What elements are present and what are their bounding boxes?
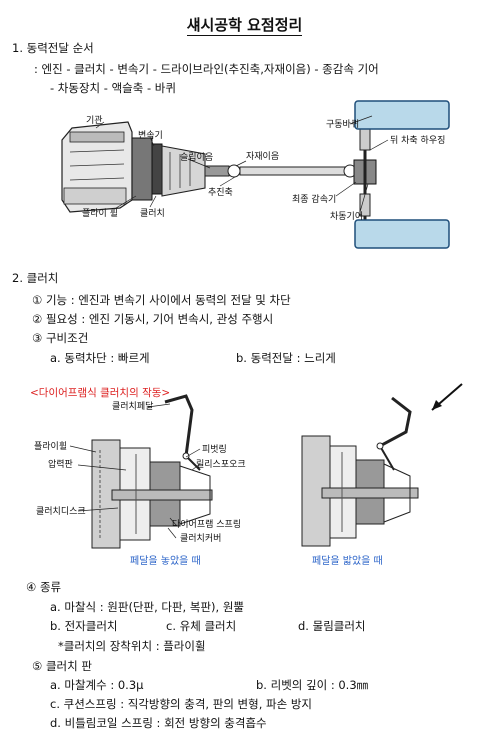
propeller-shaft-drawing <box>204 164 357 178</box>
clutch-leader-lines <box>69 403 201 539</box>
label-engine: 기관 <box>86 116 103 126</box>
clutch-figure-caption: <다이어프램식 클러치의 작동> <box>30 387 171 399</box>
lower-wheel-drawing <box>354 219 450 249</box>
power-train-order-line2: - 차동장치 - 액슬축 - 바퀴 <box>50 81 176 95</box>
label-clutch-pedal: 클러치페달 <box>112 402 154 412</box>
rear-axle-drawing <box>353 127 377 230</box>
label-flywheel-2: 플라이휠 <box>34 442 68 452</box>
label-diaphragm-spring: 다이어프램 스프링 <box>172 520 242 530</box>
label-differential: 차동기어 <box>330 212 364 222</box>
label-rear-axle-housing: 뒤 차축 하우징 <box>390 136 446 146</box>
clutch-housing-drawing <box>131 137 163 201</box>
label-universal-joint: 자재이음 <box>246 152 280 162</box>
requirement-a: a. 동력차단 : 빠르게 <box>50 351 150 365</box>
label-flywheel: 플라이 휠 <box>82 209 118 219</box>
power-train-order-line1: : 엔진 - 클러치 - 변속기 - 드라이브라인(추진축,자재이음) - 종감… <box>34 62 379 76</box>
label-pivot-ring: 피벗링 <box>202 445 227 455</box>
plate-c: c. 쿠션스프링 : 직각방향의 충격, 판의 변형, 파손 방지 <box>50 697 313 711</box>
plate-d: d. 비틀림코일 스프링 : 회전 방향의 충격흡수 <box>50 716 267 730</box>
label-drive-wheel: 구동바퀴 <box>326 120 360 130</box>
transmission-drawing <box>161 145 206 197</box>
label-pressure-plate: 압력판 <box>48 460 73 470</box>
plate-b: b. 리벳의 깊이 : 0.3㎜ <box>256 678 369 692</box>
requirement-b: b. 동력전달 : 느리게 <box>236 351 336 365</box>
pressed-clutch-drawing <box>301 383 463 547</box>
clutch-requirements: ③ 구비조건 <box>32 331 89 345</box>
label-final-reduction: 최종 감속기 <box>292 195 337 205</box>
plate-a: a. 마찰계수 : 0.3μ <box>50 678 144 692</box>
label-slip-joint: 슬립이음 <box>180 153 214 163</box>
label-clutch-disc: 클러치디스크 <box>36 507 86 517</box>
label-propeller-shaft: 추진축 <box>208 188 233 198</box>
clutch-necessity: ② 필요성 : 엔진 기동시, 기어 변속시, 관성 주행시 <box>32 312 274 326</box>
page-title: 섀시공학 요점정리 <box>186 16 303 36</box>
label-clutch-cover: 클러치커버 <box>180 534 222 544</box>
upper-wheel-drawing <box>354 100 450 130</box>
caption-pedal-pressed: 페달을 밟았을 때 <box>312 556 383 567</box>
drivetrain-leader-lines <box>95 115 389 213</box>
clutch-function: ① 기능 : 엔진과 변속기 사이에서 동력의 전달 및 차단 <box>32 293 291 307</box>
type-c: c. 유체 클러치 <box>166 619 237 633</box>
caption-pedal-released: 페달을 놓았을 때 <box>130 556 201 567</box>
section2-heading: 2. 클러치 <box>12 271 59 285</box>
engine-block-drawing <box>61 121 133 213</box>
type-a: a. 마찰식 : 원판(단판, 다판, 복판), 원뿔 <box>50 600 244 614</box>
section1-heading: 1. 동력전달 순서 <box>12 41 94 55</box>
type-d: d. 물림클러치 <box>298 619 366 633</box>
mount-note: *클러치의 장착위치 : 플라이휠 <box>58 639 206 653</box>
type-b: b. 전자클러치 <box>50 619 118 633</box>
label-release-fork: 릴리스포오크 <box>196 460 246 470</box>
plate-heading: ⑤ 클러치 판 <box>32 659 92 673</box>
label-clutch: 클러치 <box>140 209 165 219</box>
types-heading: ④ 종류 <box>26 580 62 594</box>
label-transmission: 변속기 <box>138 131 163 141</box>
